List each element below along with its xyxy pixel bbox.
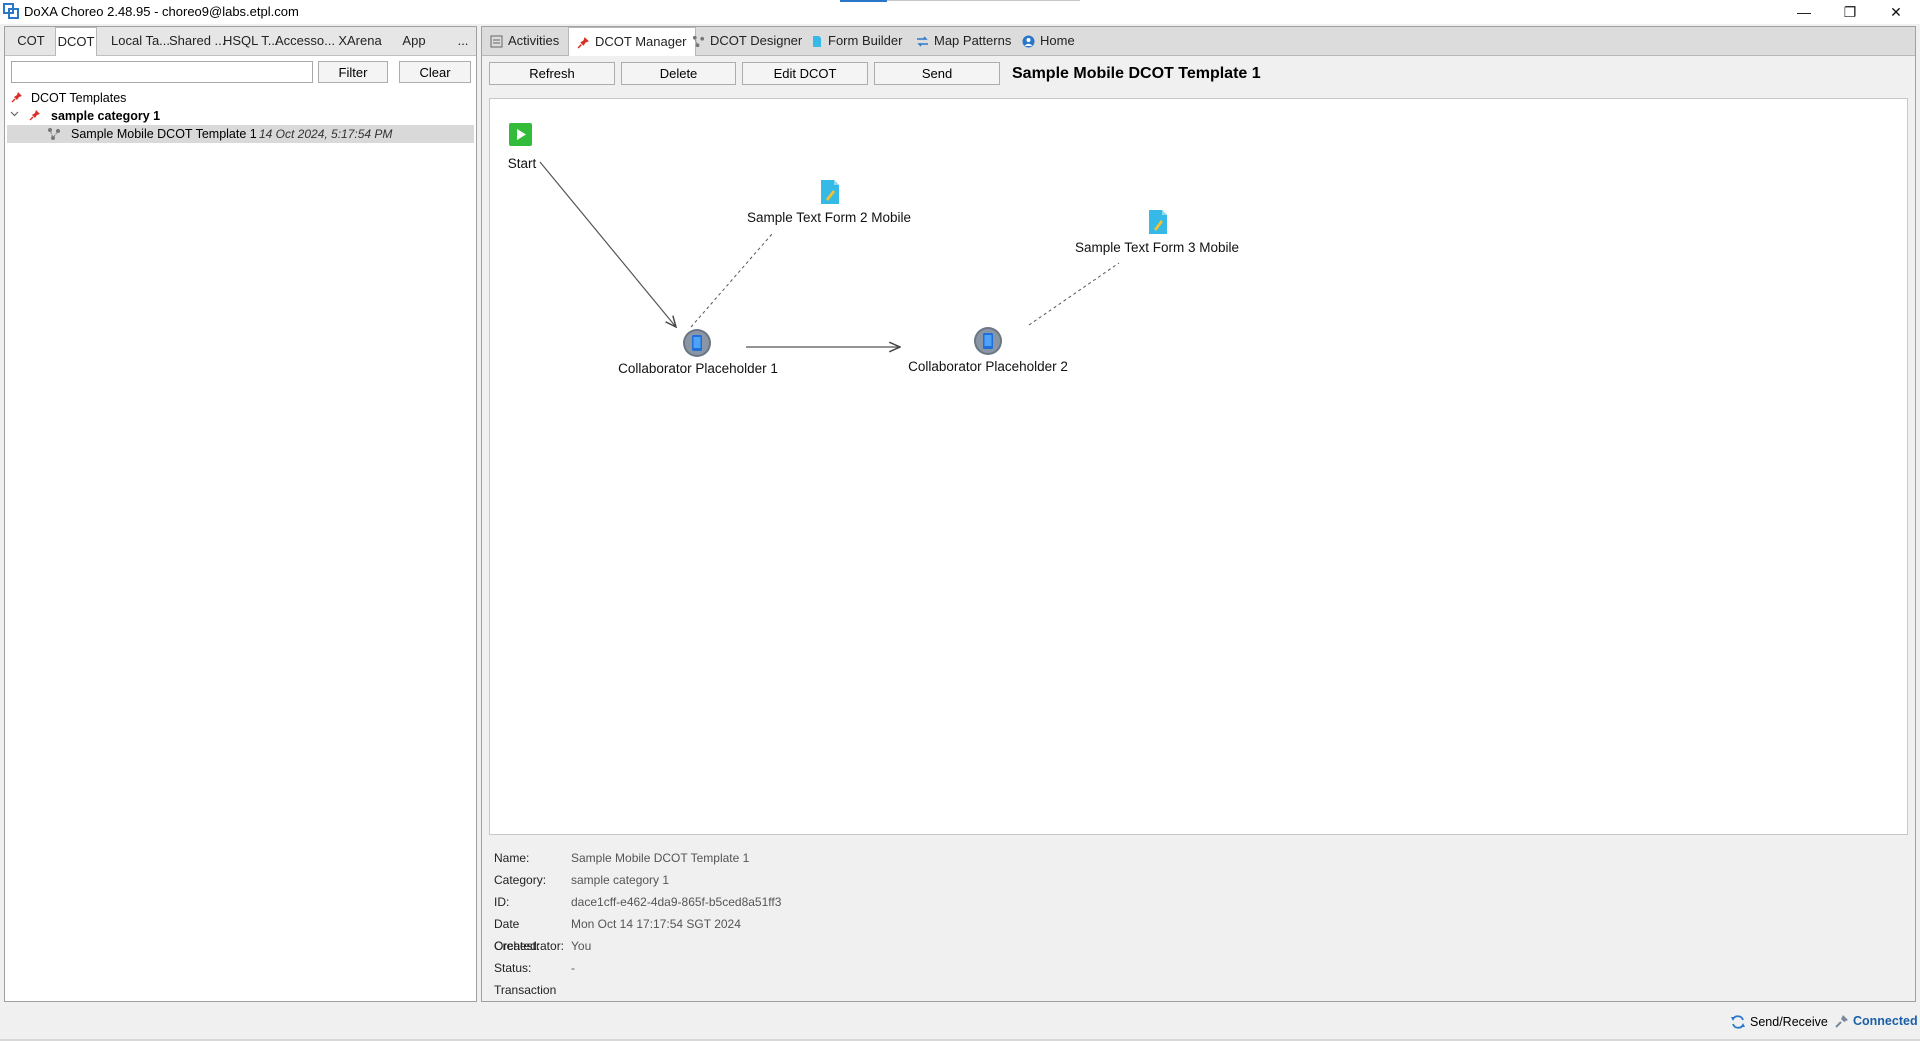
designer-icon xyxy=(692,35,705,47)
tree-category[interactable]: sample category 1 xyxy=(7,107,474,125)
start-to-collab1-arrow xyxy=(539,161,676,327)
home-icon xyxy=(1022,35,1035,47)
send-receive-label: Send/Receive xyxy=(1750,1015,1828,1029)
collab2-node-label: Collaborator Placeholder 2 xyxy=(908,359,1068,374)
activities-icon xyxy=(490,35,503,47)
title-divider xyxy=(887,0,1080,1)
filter-button[interactable]: Filter xyxy=(318,61,388,83)
detail-value: Sample Mobile DCOT Template 1 xyxy=(571,851,750,865)
refresh-button[interactable]: Refresh xyxy=(489,62,615,85)
map-icon xyxy=(917,36,928,46)
form2-node-label: Sample Text Form 2 Mobile xyxy=(746,210,912,225)
tab-shared[interactable]: Shared ... xyxy=(169,33,226,48)
window-title: DoXA Choreo 2.48.95 - choreo9@labs.etpl.… xyxy=(24,4,299,19)
start-node-label: Start xyxy=(507,156,537,171)
title-bar: DoXA Choreo 2.48.95 - choreo9@labs.etpl.… xyxy=(0,0,1920,24)
detail-value: - xyxy=(571,961,575,975)
send-receive-button[interactable]: Send/Receive xyxy=(1730,1014,1828,1030)
clear-button[interactable]: Clear xyxy=(399,61,471,83)
start-node-icon[interactable] xyxy=(509,123,532,146)
tab-dcot-designer[interactable]: DCOT Designer xyxy=(692,27,802,55)
tab-dcot[interactable]: DCOT xyxy=(55,27,97,56)
form2-link xyxy=(690,233,773,328)
pin-icon xyxy=(11,91,25,105)
tab-map-patterns-label: Map Patterns xyxy=(934,33,1012,48)
sync-icon xyxy=(1731,1015,1745,1029)
bottom-border xyxy=(0,1039,1920,1041)
close-button[interactable]: ✕ xyxy=(1890,3,1902,20)
template-tree: DCOT Templates sample category 1 Sample … xyxy=(7,89,474,143)
detail-value: dace1cff-e462-4da9-865f-b5ced8a51ff3 xyxy=(571,895,782,909)
tab-form-builder-label: Form Builder xyxy=(828,33,903,48)
detail-value: Mon Oct 14 17:17:54 SGT 2024 xyxy=(571,917,741,931)
delete-button[interactable]: Delete xyxy=(621,62,736,85)
detail-label: Orchestrator: xyxy=(494,939,565,953)
status-bar: Send/Receive Connected xyxy=(0,1004,1920,1041)
tab-accessories[interactable]: Accesso... xyxy=(275,33,335,48)
detail-value: You xyxy=(571,939,592,953)
tree-item-label: Sample Mobile DCOT Template 1 xyxy=(71,127,257,141)
tab-activities-label: Activities xyxy=(508,33,560,48)
minimize-button[interactable]: — xyxy=(1797,4,1811,20)
tab-map-patterns[interactable]: Map Patterns xyxy=(916,27,1011,55)
detail-value: sample category 1 xyxy=(571,873,670,887)
mobile-device-icon[interactable] xyxy=(682,328,712,358)
edit-dcot-button[interactable]: Edit DCOT xyxy=(742,62,868,85)
detail-label: ID: xyxy=(494,895,510,909)
main-tab-bar: Activities DCOT Manager DCOT Designer Fo… xyxy=(482,27,1915,56)
right-panel: Activities DCOT Manager DCOT Designer Fo… xyxy=(481,26,1916,1019)
form-icon xyxy=(813,35,821,47)
tab-dcot-manager-label: DCOT Manager xyxy=(595,34,687,49)
connection-status: Connected xyxy=(1835,1014,1918,1028)
filter-input[interactable] xyxy=(11,61,313,83)
tree-root[interactable]: DCOT Templates xyxy=(7,89,474,107)
tab-local-templates[interactable]: Local Ta... xyxy=(111,33,171,48)
form3-link xyxy=(1028,262,1120,326)
tree-category-label: sample category 1 xyxy=(51,109,161,123)
maximize-button[interactable]: ❐ xyxy=(1843,3,1857,20)
page-title: Sample Mobile DCOT Template 1 xyxy=(1012,65,1261,82)
left-panel: COT DCOT Local Ta... Shared ... HSQL T..… xyxy=(4,26,477,1002)
tab-form-builder[interactable]: Form Builder xyxy=(810,27,902,55)
tab-home-label: Home xyxy=(1040,33,1075,48)
tab-overflow[interactable]: ... xyxy=(457,33,469,48)
tab-activities[interactable]: Activities xyxy=(490,27,559,55)
diagram-canvas[interactable]: Start Sample Text Form 2 Mobile Sample T… xyxy=(489,98,1908,835)
app-logo-icon xyxy=(3,3,19,19)
pin-icon xyxy=(29,109,43,123)
document-icon[interactable] xyxy=(818,179,842,205)
template-icon xyxy=(47,127,61,146)
left-tab-bar: COT DCOT Local Ta... Shared ... HSQL T..… xyxy=(5,27,476,56)
tab-xarena[interactable]: XArena xyxy=(338,33,382,48)
plug-icon xyxy=(1835,1015,1848,1028)
tab-app[interactable]: App xyxy=(402,33,426,48)
detail-label: Category: xyxy=(494,873,547,887)
detail-label: Name: xyxy=(494,851,530,865)
tab-dcot-manager[interactable]: DCOT Manager xyxy=(568,27,696,56)
document-icon[interactable] xyxy=(1146,209,1170,235)
chevron-down-icon[interactable] xyxy=(10,107,22,125)
tab-cot[interactable]: COT xyxy=(17,33,45,48)
detail-label: Status: xyxy=(494,961,532,975)
tab-hsql[interactable]: HSQL T... xyxy=(223,33,279,48)
diagram-connectors xyxy=(539,161,1120,834)
title-accent xyxy=(840,0,887,2)
collab1-node-label: Collaborator Placeholder 1 xyxy=(618,361,778,376)
connection-label: Connected xyxy=(1853,1014,1918,1028)
tab-dcot-designer-label: DCOT Designer xyxy=(710,33,803,48)
form3-node-label: Sample Text Form 3 Mobile xyxy=(1074,240,1240,255)
detail-label: Date Created: xyxy=(494,917,541,953)
tree-root-label: DCOT Templates xyxy=(31,91,127,105)
mobile-device-icon[interactable] xyxy=(973,326,1003,356)
pin-icon xyxy=(577,36,589,48)
send-button[interactable]: Send xyxy=(874,62,1000,85)
tree-item-template[interactable]: Sample Mobile DCOT Template 1 14 Oct 202… xyxy=(7,125,474,143)
tree-item-date: 14 Oct 2024, 5:17:54 PM xyxy=(259,127,393,141)
tab-home[interactable]: Home xyxy=(1022,27,1075,55)
